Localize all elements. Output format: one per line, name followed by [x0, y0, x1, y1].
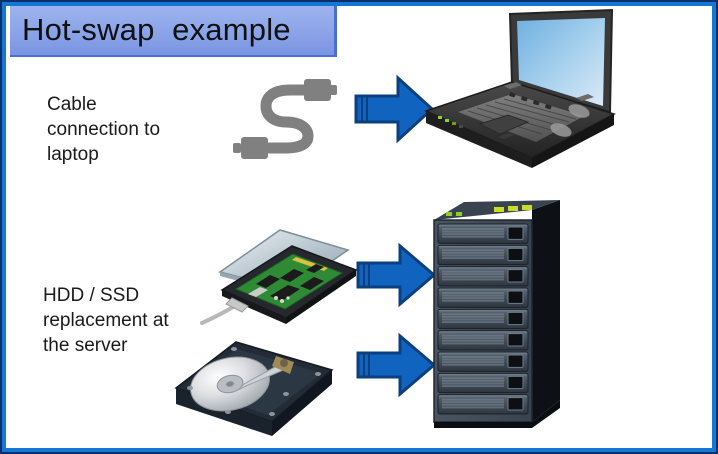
bay-vent-slat: [442, 313, 504, 316]
bay-vent-slat: [442, 363, 504, 366]
arrow-to-laptop-icon: [352, 72, 436, 146]
bay-vent-slat: [442, 254, 504, 257]
bay-vent-slat: [442, 273, 504, 276]
bay-vent-slat: [442, 294, 504, 297]
bay-vent-slat: [442, 339, 504, 342]
bay-vent-slat: [442, 342, 504, 345]
bay-slot: [507, 333, 524, 347]
bay-vent-slat: [442, 321, 504, 324]
bay-slot: [507, 269, 524, 283]
bay-vent-slat: [442, 297, 504, 300]
bay-vent-slat: [442, 230, 504, 233]
bay-vent-slat: [442, 228, 504, 230]
server-rack-icon: [428, 194, 568, 434]
bay-vent-slat: [442, 358, 504, 361]
caption-hdd-replacement: HDD / SSD replacement at the server: [43, 285, 169, 356]
slide-title-block: Hot-swap example: [10, 5, 337, 57]
bay-vent-slat: [442, 337, 504, 340]
bay-slot: [507, 354, 524, 368]
page-title: Hot-swap example: [22, 12, 291, 47]
bay-slot: [507, 226, 524, 240]
bay-vent-slat: [442, 318, 504, 321]
bay-slot: [507, 290, 524, 304]
bay-vent-slat: [442, 251, 504, 254]
bay-vent-slat: [442, 233, 504, 236]
bay-vent-slat: [442, 278, 504, 281]
bay-vent-slat: [442, 249, 504, 252]
bay-vent-slat: [442, 403, 504, 406]
bay-slot: [507, 397, 524, 411]
bay-vent-slat: [442, 401, 504, 404]
bay-vent-slat: [442, 385, 504, 388]
bay-vent-slat: [442, 334, 504, 337]
hard-disk-drive-icon: [168, 332, 340, 442]
arrow-hdd-to-server-icon: [354, 330, 438, 400]
bay-vent-slat: [442, 361, 504, 364]
bay-vent-slat: [442, 382, 504, 385]
bay-slot: [507, 247, 524, 262]
bay-vent-slat: [442, 235, 504, 238]
bay-vent-slat: [442, 379, 504, 382]
bay-vent-slat: [442, 406, 504, 409]
usb-cable-icon: [228, 72, 344, 164]
laptop-computer-icon: [423, 8, 618, 172]
bay-vent-slat: [442, 270, 504, 273]
arrow-ssd-to-server-icon: [354, 240, 438, 310]
bay-slot: [507, 311, 524, 326]
caption-cable-connection: Cable connection to laptop: [47, 94, 161, 165]
bay-vent-slat: [442, 292, 504, 294]
bay-vent-slat: [442, 377, 504, 380]
bay-vent-slat: [442, 275, 504, 278]
bay-slot: [507, 375, 524, 390]
bay-vent-slat: [442, 398, 504, 401]
bay-vent-slat: [442, 315, 504, 318]
bay-vent-slat: [442, 257, 504, 260]
bay-vent-slat: [442, 356, 504, 358]
bay-vent-slat: [442, 299, 504, 302]
solid-state-drive-icon: [196, 226, 358, 334]
